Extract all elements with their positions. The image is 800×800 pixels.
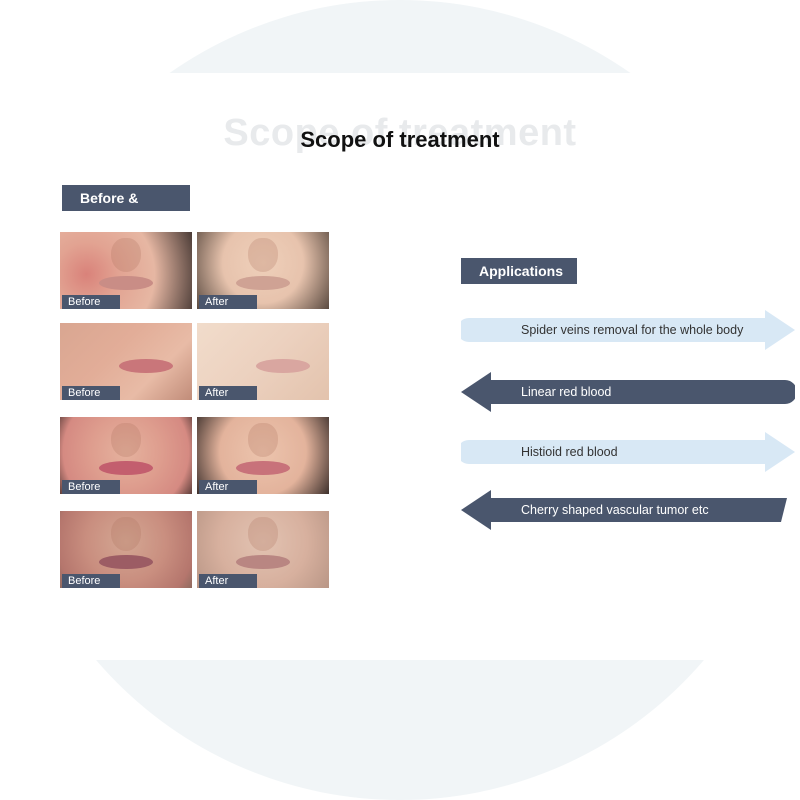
application-arrow-1: Spider veins removal for the whole body (461, 310, 795, 350)
before-label: Before (62, 386, 120, 400)
page-title: Scope of treatment (300, 127, 500, 152)
before-photo-2: Before (60, 323, 192, 400)
before-after-tag: Before & After (62, 185, 190, 232)
applications-tag: Applications (461, 258, 577, 284)
application-arrow-3: Histioid red blood (461, 432, 795, 472)
application-label: Spider veins removal for the whole body (521, 323, 744, 337)
before-photo-4: Before (60, 511, 192, 588)
before-label: Before (62, 480, 120, 494)
application-label: Histioid red blood (521, 445, 618, 459)
after-label: After (199, 386, 257, 400)
before-label: Before (62, 295, 120, 309)
after-label: After (199, 295, 257, 309)
before-photo-1: Before (60, 232, 192, 309)
after-photo-3: After (197, 417, 329, 494)
after-photo-1: After (197, 232, 329, 309)
application-arrow-2: Linear red blood (461, 372, 795, 412)
title-watermark: Scope of treatment (223, 112, 577, 154)
after-label: After (199, 480, 257, 494)
after-photo-4: After (197, 511, 329, 588)
application-label: Linear red blood (521, 385, 612, 399)
application-label: Cherry shaped vascular tumor etc (521, 503, 709, 517)
after-photo-2: After (197, 323, 329, 400)
application-arrow-4: Cherry shaped vascular tumor etc (461, 490, 795, 530)
before-photo-3: Before (60, 417, 192, 494)
before-label: Before (62, 574, 120, 588)
after-label: After (199, 574, 257, 588)
